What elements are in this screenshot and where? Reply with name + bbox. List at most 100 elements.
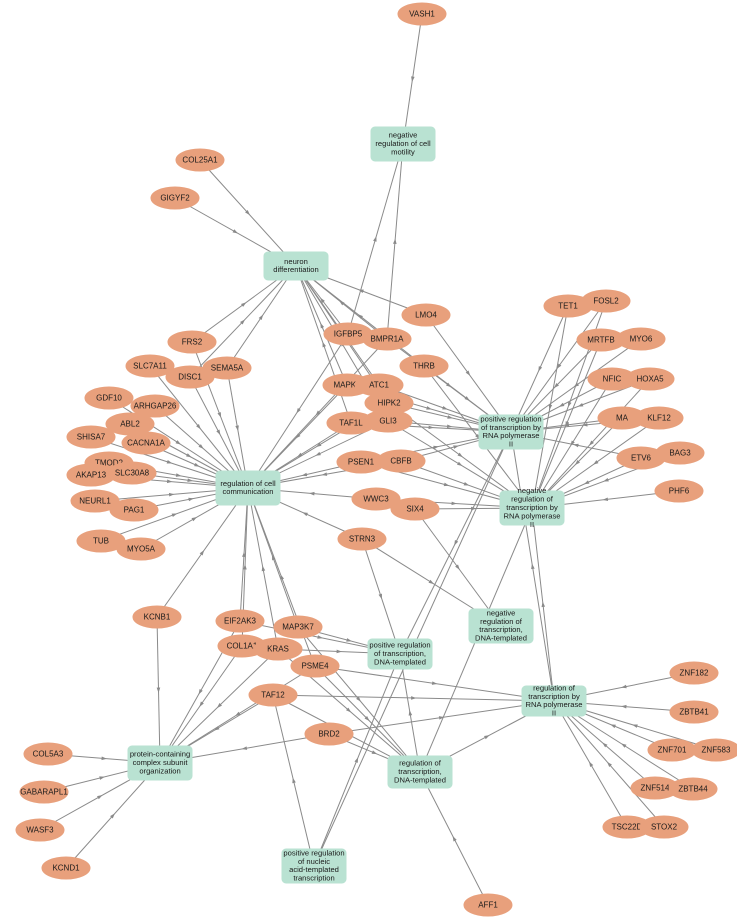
gene-node-col5a3[interactable]: COL5A3 [23, 742, 73, 766]
gene-label: PSME4 [301, 662, 329, 671]
gene-node-znf701[interactable]: ZNF701 [647, 738, 697, 762]
gene-node-znf583[interactable]: ZNF583 [691, 738, 737, 762]
gene-node-shape [84, 386, 134, 410]
gene-node-mafb[interactable]: MA [597, 406, 647, 430]
gene-node-taf1l[interactable]: TAF1L [326, 411, 376, 435]
gene-label: KRAS [267, 645, 289, 654]
gene-node-bmpr1a[interactable]: BMPR1A [362, 327, 412, 351]
edge-arrow [317, 635, 323, 639]
gene-node-shisa7[interactable]: SHISA7 [66, 425, 116, 449]
gene-node-psme4[interactable]: PSME4 [290, 654, 340, 678]
edge-arrow [373, 236, 377, 242]
gene-label: DISC1 [178, 373, 202, 382]
edge-arrow [301, 472, 308, 477]
gene-node-lmo4[interactable]: LMO4 [401, 303, 451, 327]
edge-arrow [196, 424, 201, 430]
gene-label: ABL2 [120, 420, 140, 429]
gene-node-shape [125, 354, 175, 378]
edge-arrow [216, 703, 222, 709]
gene-node-kcnd1[interactable]: KCND1 [41, 856, 91, 880]
gene-node-gigyf2[interactable]: GIGYF2 [150, 186, 200, 210]
gene-node-gdf10[interactable]: GDF10 [84, 386, 134, 410]
gene-node-hoxa5[interactable]: HOXA5 [625, 367, 675, 391]
gene-node-wwc3[interactable]: WWC3 [351, 487, 401, 511]
gene-node-stox2[interactable]: STOX2 [639, 815, 689, 839]
edge-arrow [346, 707, 352, 713]
edge-arrow [538, 366, 543, 372]
gene-node-zbtb44[interactable]: ZBTB44 [668, 777, 718, 801]
gene-node-aff1[interactable]: AFF1 [463, 893, 513, 917]
gene-node-klf12[interactable]: KLF12 [634, 406, 684, 430]
gene-node-cbfb[interactable]: CBFB [376, 449, 426, 473]
gene-label: MAPK7 [333, 381, 361, 390]
gene-node-znf182[interactable]: ZNF182 [669, 661, 719, 685]
gene-node-fosl2[interactable]: FOSL2 [581, 289, 631, 313]
gene-node-phf6[interactable]: PHF6 [654, 479, 704, 503]
gene-node-myo5a[interactable]: MYO5A [116, 537, 166, 561]
edge-arrow [446, 424, 453, 429]
gene-node-myo6[interactable]: MYO6 [616, 327, 666, 351]
edge-arrow [243, 564, 247, 570]
gene-node-disc1[interactable]: DISC1 [165, 365, 215, 389]
edge-arrow [241, 746, 248, 750]
gene-node-shape [107, 461, 157, 485]
gene-node-col25a1[interactable]: COL25A1 [175, 148, 225, 172]
gene-node-shape [401, 303, 451, 327]
term-node-box [387, 755, 453, 789]
gene-label: CACNA1A [127, 439, 165, 448]
edge-arrow [199, 701, 204, 707]
gene-node-arhgap26[interactable]: ARHGAP26 [130, 394, 180, 418]
gene-node-brd2[interactable]: BRD2 [304, 722, 354, 746]
edge-arrow [354, 757, 359, 763]
gene-node-etv6[interactable]: ETV6 [616, 446, 666, 470]
gene-node-map3k7[interactable]: MAP3K7 [273, 615, 323, 639]
edge-arrow [574, 460, 580, 466]
gene-label: COL1A1 [227, 642, 258, 651]
gene-node-taf12[interactable]: TAF12 [248, 683, 298, 707]
gene-node-six4[interactable]: SIX4 [390, 497, 440, 521]
gene-node-kras[interactable]: KRAS [253, 637, 303, 661]
gene-node-slc7a11[interactable]: SLC7A11 [125, 354, 175, 378]
edge-arrow [453, 445, 459, 449]
gene-node-thrb[interactable]: THRB [399, 354, 449, 378]
gene-node-shape [654, 479, 704, 503]
gene-node-eif2ak3[interactable]: EIF2AK3 [215, 609, 265, 633]
gene-node-akap13[interactable]: AKAP13 [66, 463, 116, 487]
edge-arrow [446, 382, 452, 388]
gene-node-wasf3[interactable]: WASF3 [15, 818, 65, 842]
edge-arrow [198, 689, 203, 695]
gene-node-cacna1a[interactable]: CACNA1A [121, 431, 171, 455]
gene-node-strn3[interactable]: STRN3 [337, 527, 387, 551]
gene-label: GABARAPL1 [20, 788, 68, 797]
gene-node-shape [150, 186, 200, 210]
edge-arrow [451, 501, 457, 506]
gene-node-shape [668, 777, 718, 801]
gene-node-shape [167, 330, 217, 354]
gene-label: HOXA5 [636, 375, 664, 384]
gene-node-pag1[interactable]: PAG1 [109, 498, 159, 522]
gene-node-frs2[interactable]: FRS2 [167, 330, 217, 354]
gene-node-zbtb41[interactable]: ZBTB41 [669, 700, 719, 724]
edge-arrow [556, 363, 562, 369]
gene-label: KCNB1 [144, 613, 171, 622]
gene-node-gabarapl1[interactable]: GABARAPL1 [19, 780, 69, 804]
gene-node-bag3[interactable]: BAG3 [655, 441, 705, 465]
gene-node-vash1[interactable]: VASH1 [397, 2, 447, 26]
edge-arrow [199, 550, 205, 556]
edge-arrow [602, 497, 609, 502]
gene-node-kcnb1[interactable]: KCNB1 [132, 605, 182, 629]
gene-node-slc30a8[interactable]: SLC30A8 [107, 461, 157, 485]
